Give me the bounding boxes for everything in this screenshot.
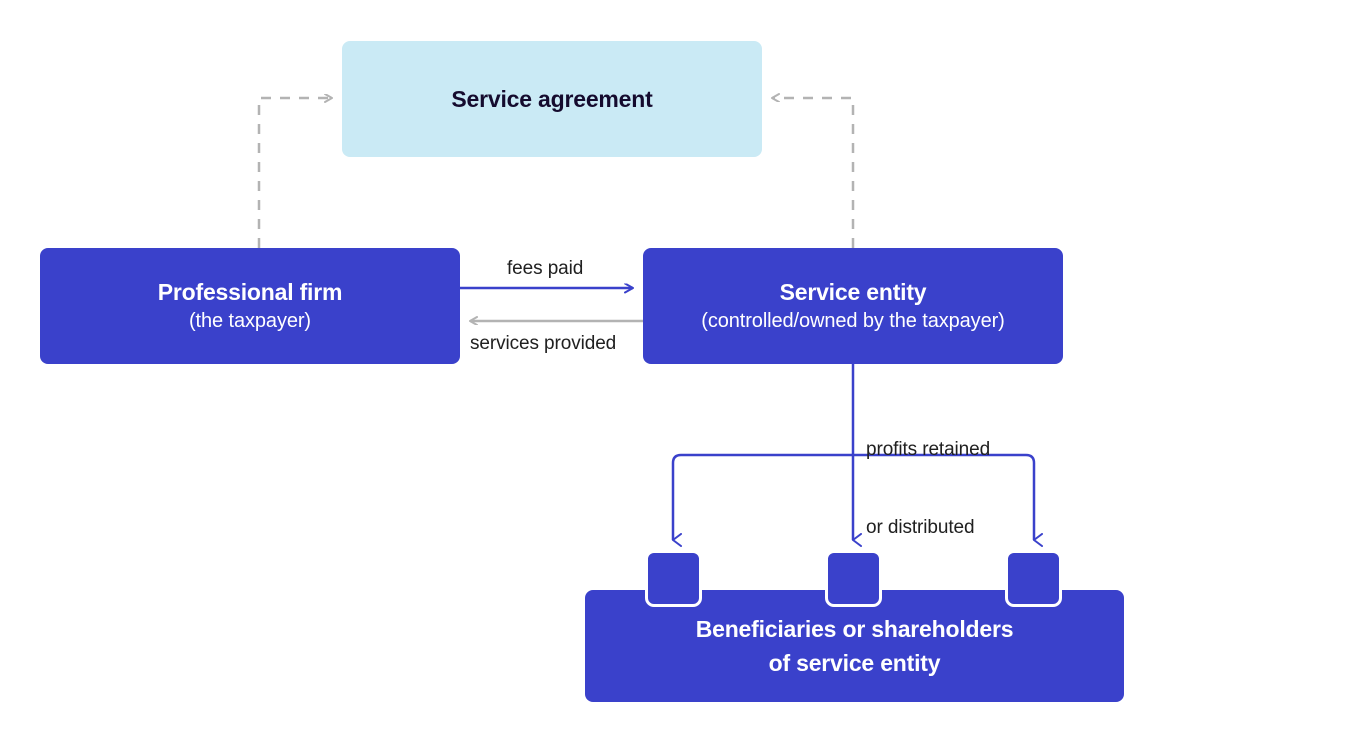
connector-firm-to-agreement [257, 98, 332, 248]
node-professional-firm-title: Professional firm [157, 279, 343, 305]
edge-label-profits: profits retained or distributed [866, 385, 990, 593]
edge-label-services-provided: services provided [470, 333, 617, 354]
node-beneficiaries-title-line1: Beneficiaries or shareholders [695, 616, 1014, 642]
node-service-entity: Service entity (controlled/owned by the … [643, 248, 1063, 364]
node-service-agreement: Service agreement [342, 41, 762, 157]
node-service-entity-subtitle: (controlled/owned by the taxpayer) [701, 310, 1005, 332]
person-box-1 [645, 550, 702, 607]
node-service-entity-title: Service entity [779, 279, 927, 305]
node-beneficiaries: Beneficiaries or shareholders of service… [585, 590, 1124, 702]
connector-branch-left [671, 453, 853, 547]
person-box-3 [1005, 550, 1062, 607]
node-professional-firm-subtitle: (the taxpayer) [189, 310, 311, 332]
node-service-agreement-title: Service agreement [451, 86, 653, 112]
person-box-2 [825, 550, 882, 607]
edge-label-profits-line1: profits retained [866, 439, 991, 460]
connector-entity-to-agreement [772, 98, 855, 248]
edge-label-fees-paid: fees paid [507, 258, 584, 279]
node-beneficiaries-title-line2: of service entity [768, 650, 941, 676]
node-professional-firm: Professional firm (the taxpayer) [40, 248, 460, 364]
connector-branch-right [853, 453, 1043, 547]
edge-label-profits-line2: or distributed [866, 517, 975, 538]
